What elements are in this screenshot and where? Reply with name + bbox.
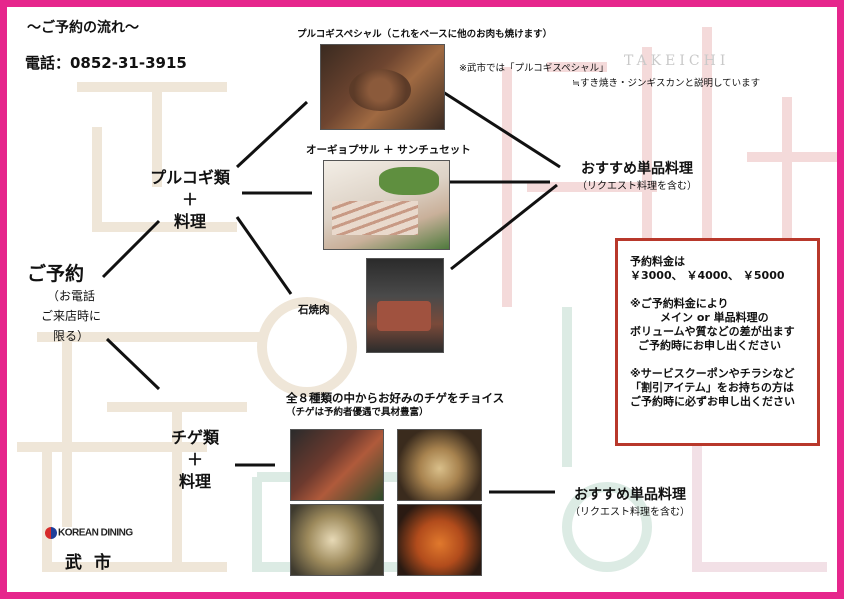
- bulgogi-special-remark-1: ※武市では「プルコギスペシャル」: [459, 63, 609, 74]
- chige-label: チゲ類: [170, 428, 219, 447]
- reserve-heading: ご予約: [27, 263, 85, 285]
- bulgogi-special-remark-2: ≒すき焼き・ジンギスカンと説明しています: [572, 78, 761, 89]
- bulgogi-course-node: プルコギ類 ＋ 料理: [137, 167, 243, 233]
- recommend-top-heading: おすすめ単品料理: [581, 161, 693, 177]
- ogyopsal-caption: オーギョプサル ＋ サンチュセット: [306, 144, 471, 156]
- price-line: ボリュームや質などの差が出ます: [630, 325, 795, 338]
- brand-logo: KOREAN DINING: [45, 527, 133, 539]
- price-info-text: 予約料金は ￥3000、 ￥4000、 ￥5000 ※ご予約料金により メイン …: [630, 255, 795, 409]
- chige-photo-1: [290, 429, 384, 501]
- phone-number[interactable]: 電話：0852-31-3915: [25, 54, 187, 72]
- taegeuk-logo-icon: [45, 527, 57, 539]
- reserve-note-line: 限る）: [52, 329, 89, 343]
- bulgogi-special-photo: [320, 44, 445, 130]
- brand-logo-text: KOREAN DINING: [58, 527, 133, 539]
- ogyopsal-photo: [323, 160, 450, 250]
- price-line: 予約料金は: [630, 255, 685, 268]
- chige-choice-note: （チゲは予約者優遇で具材豊富）: [286, 407, 429, 418]
- pork-belly-shape: [332, 201, 418, 235]
- lettuce-shape: [379, 167, 439, 195]
- spacer: [630, 353, 795, 367]
- bulgogi-label: プルコギ類: [150, 168, 230, 187]
- connector-bulgogi-to-special: [235, 100, 309, 169]
- reserve-note-line: （お電話: [46, 289, 95, 303]
- recommend-top-note: （リクエスト料理を含む）: [577, 181, 697, 192]
- dishes-label: 料理: [178, 472, 211, 491]
- connector-bulgogi-to-stone: [235, 216, 293, 295]
- chige-course-node: チゲ類 ＋ 料理: [155, 427, 235, 493]
- connector-special-to-recommend: [442, 90, 561, 169]
- price-line: ￥3000、 ￥4000、 ￥5000: [630, 269, 785, 282]
- price-info-box: 予約料金は ￥3000、 ￥4000、 ￥5000 ※ご予約料金により メイン …: [615, 238, 820, 446]
- plus-sign: ＋: [186, 450, 203, 469]
- brand-watermark-text: TAKEICHI: [624, 53, 730, 69]
- grill-pan-shape: [349, 69, 411, 111]
- price-line: ※ご予約料金により: [630, 297, 729, 310]
- chige-photo-2: [397, 429, 482, 501]
- connector-stone-to-recommend: [450, 183, 558, 271]
- connector-reserve-to-bulgogi: [101, 219, 161, 279]
- chige-photo-4: [397, 504, 482, 576]
- reserve-note: （お電話 ご来店時に 限る）: [21, 286, 121, 346]
- price-line: 「割引アイテム」をお持ちの方は: [630, 381, 794, 394]
- price-line: ご予約時に必ずお申し出ください: [630, 395, 795, 408]
- plus-sign: ＋: [181, 190, 198, 209]
- recommend-bottom-note: （リクエスト料理を含む）: [570, 507, 690, 518]
- chige-choice-heading: 全８種類の中からお好みのチゲをチョイス: [286, 391, 505, 405]
- reserve-note-line: ご来店時に: [40, 309, 101, 323]
- stone-grill-photo: [366, 258, 444, 353]
- flow-connectors: [101, 90, 561, 494]
- connector-reserve-to-chige: [105, 337, 161, 391]
- dishes-label: 料理: [173, 212, 206, 231]
- meat-shape: [377, 301, 431, 331]
- price-line: ご予約時にお申し出ください: [638, 339, 781, 352]
- recommend-bottom-heading: おすすめ単品料理: [574, 487, 686, 503]
- price-line: メイン or 単品料理の: [660, 311, 769, 324]
- price-line: ※サービスクーポンやチラシなど: [630, 367, 795, 380]
- brand-logo-kanji: 武市: [65, 553, 123, 573]
- flow-title: 〜ご予約の流れ〜: [27, 20, 139, 36]
- spacer: [630, 283, 795, 297]
- chige-photo-3: [290, 504, 384, 576]
- stone-grill-label: 石焼肉: [298, 304, 330, 316]
- bulgogi-special-caption: プルコギスペシャル（これをベースに他のお肉も焼けます）: [297, 29, 553, 40]
